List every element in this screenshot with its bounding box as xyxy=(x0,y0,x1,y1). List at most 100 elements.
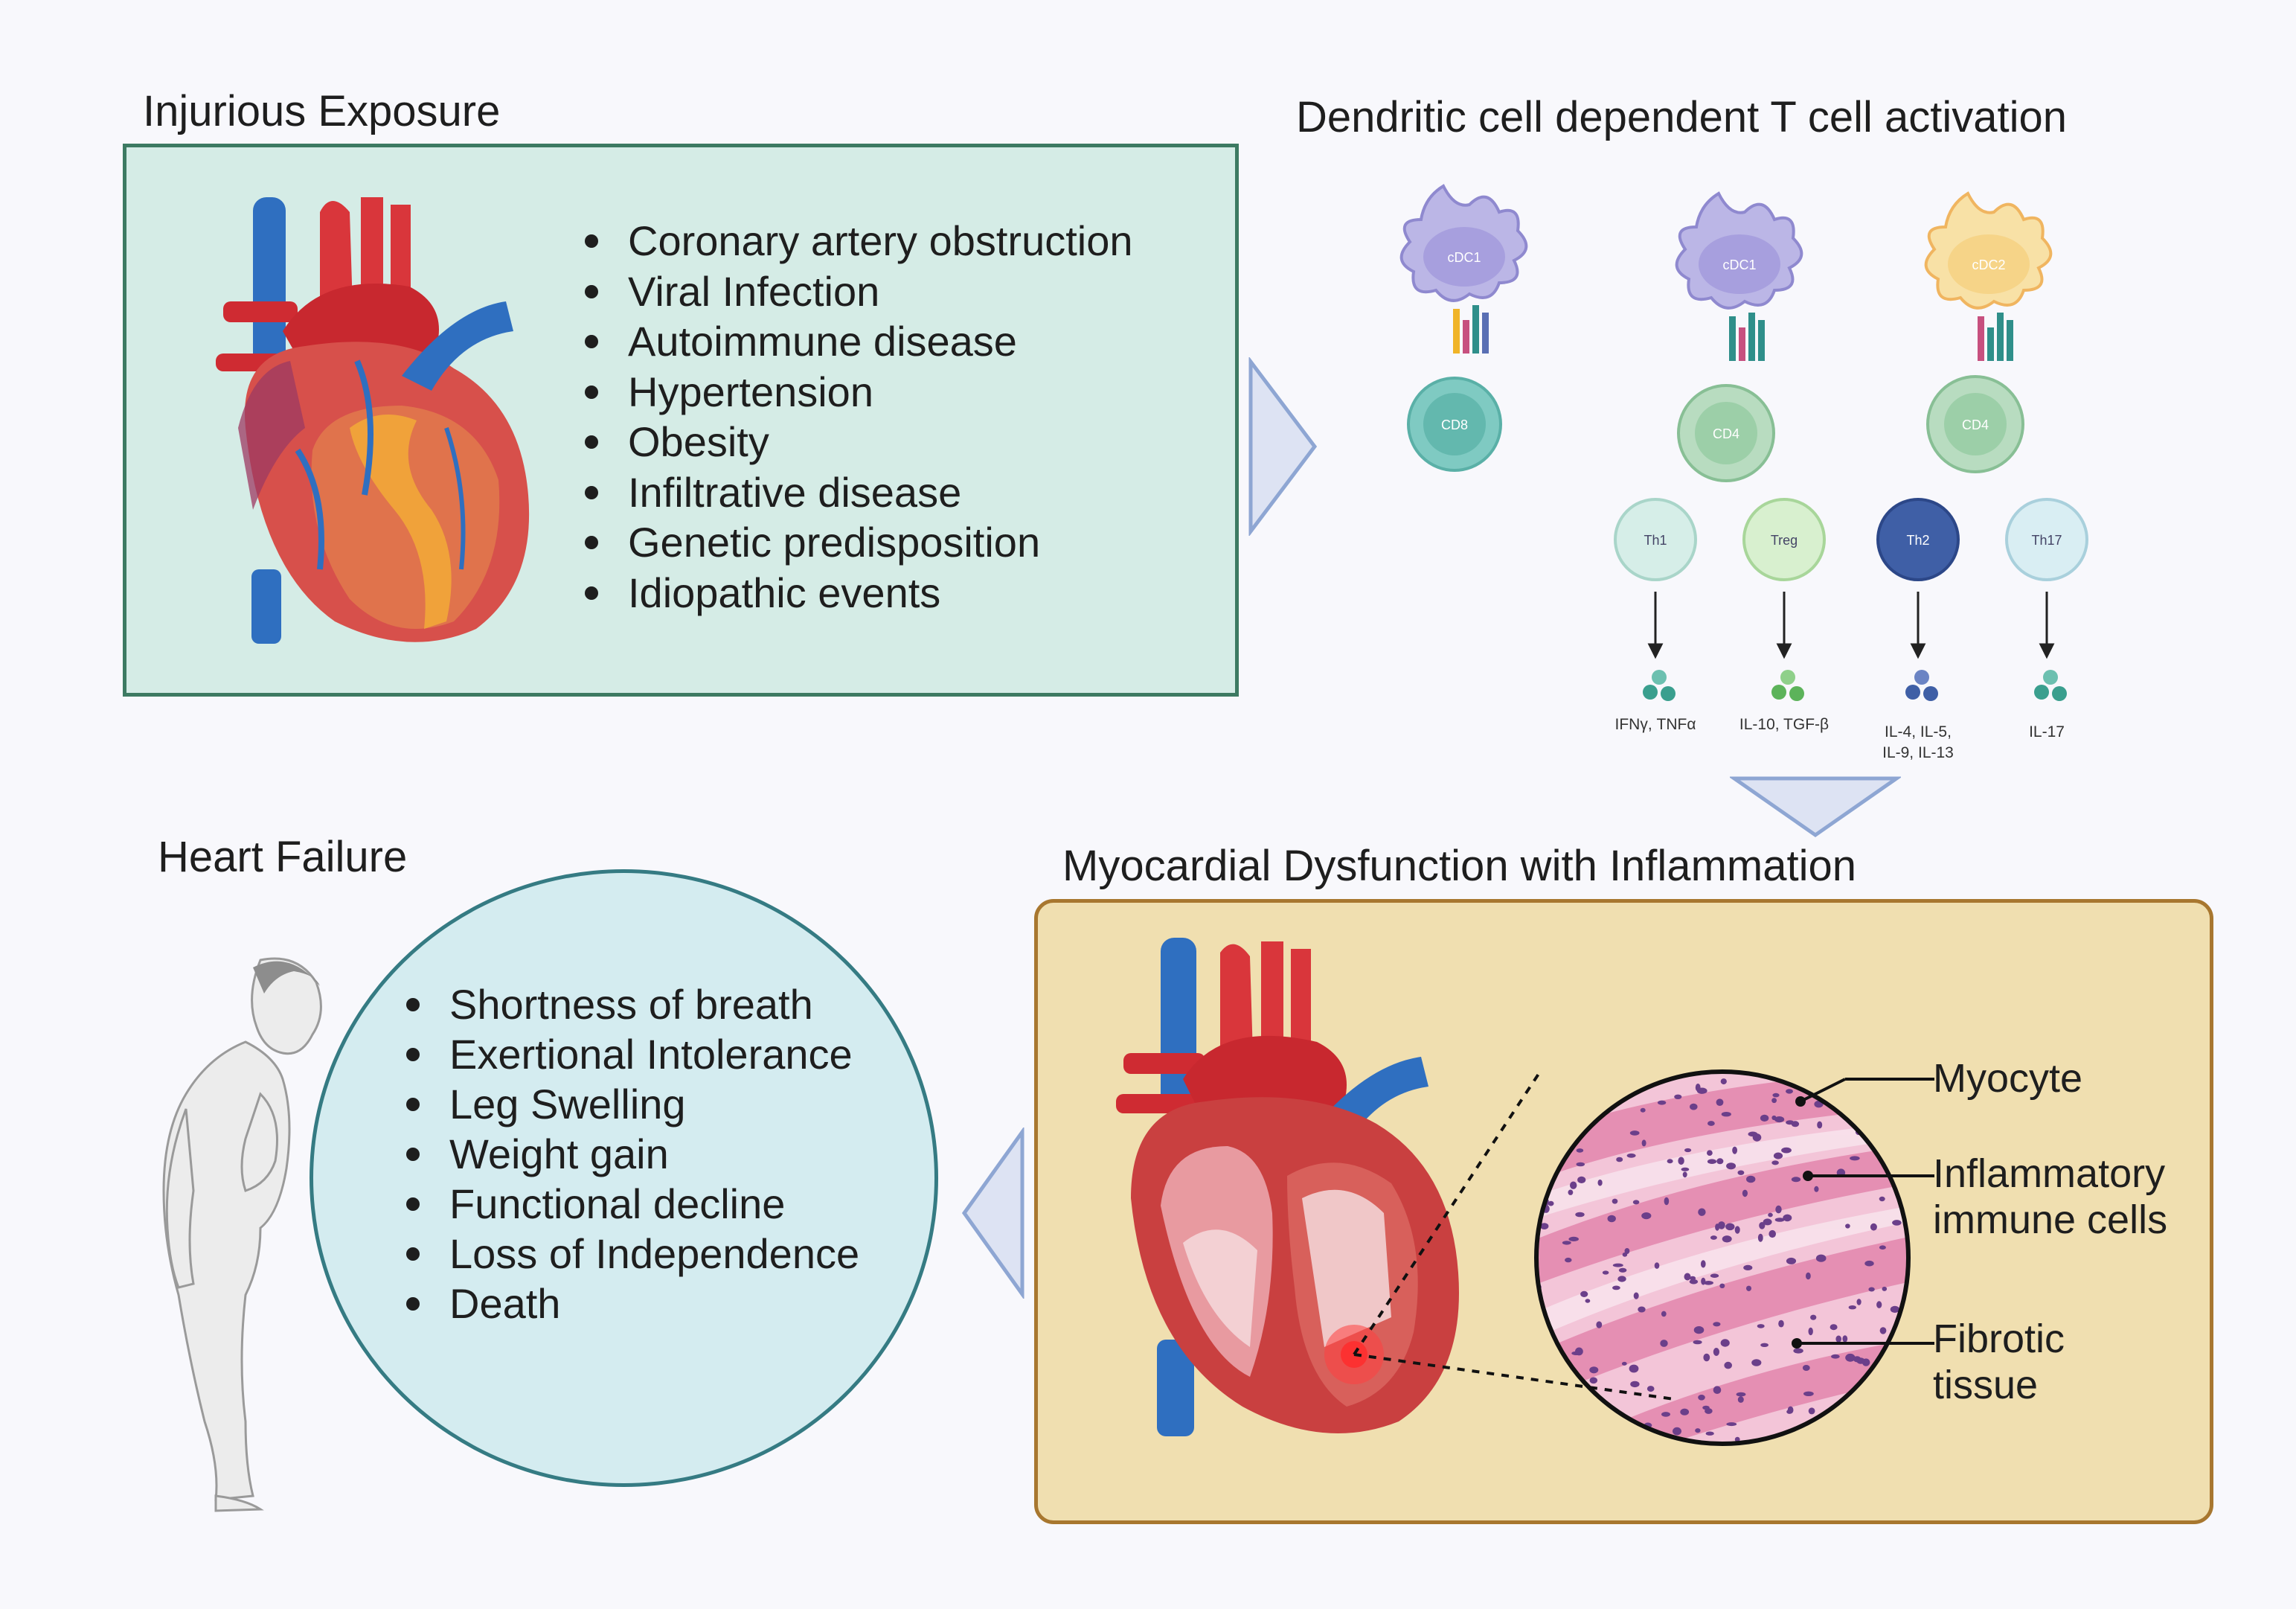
nucleus-dot xyxy=(1769,1229,1776,1238)
nucleus-dot xyxy=(1618,1267,1627,1273)
nucleus-dot xyxy=(1622,1252,1628,1257)
nucleus-dot xyxy=(1720,1078,1727,1085)
nucleus-dot xyxy=(1629,1130,1640,1136)
nucleus-dot xyxy=(1602,1270,1609,1275)
nucleus-dot xyxy=(1695,1428,1701,1433)
list-item: Infiltrative disease xyxy=(580,467,1133,518)
nucleus-dot xyxy=(1701,1260,1706,1268)
nucleus-dot xyxy=(1850,1156,1860,1161)
nucleus-dot xyxy=(1682,1171,1687,1178)
t-cell-label: CD4 xyxy=(1962,418,1989,432)
nucleus-dot xyxy=(1746,1175,1756,1183)
nucleus-dot xyxy=(1786,1410,1792,1414)
nucleus-dot xyxy=(1693,1340,1702,1345)
nucleus-dot xyxy=(1695,1084,1701,1092)
nucleus-dot xyxy=(1786,1257,1797,1264)
nucleus-dot xyxy=(1641,1139,1646,1147)
nucleus-dot xyxy=(1831,1354,1840,1359)
nucleus-dot xyxy=(1632,1200,1640,1205)
nucleus-dot xyxy=(1617,1276,1626,1282)
nucleus-dot xyxy=(1757,1324,1765,1328)
nucleus-dot xyxy=(1713,1322,1721,1327)
nucleus-dot xyxy=(1775,1205,1782,1214)
dendritic-cell-icon: cDC1 xyxy=(1399,184,1528,302)
nucleus-dot xyxy=(1568,1189,1574,1195)
nucleus-dot xyxy=(1890,1305,1900,1313)
nucleus-dot xyxy=(1689,1279,1699,1285)
cytokine-label: IFNγ, TNFα xyxy=(1615,716,1696,733)
nucleus-dot xyxy=(1802,1365,1810,1371)
dendritic-cell-label: cDC1 xyxy=(1447,250,1481,265)
nucleus-dot xyxy=(1842,1335,1848,1343)
nucleus-dot xyxy=(1596,1321,1603,1328)
exposure-list: Coronary artery obstruction Viral Infect… xyxy=(580,216,1133,618)
nucleus-dot xyxy=(1774,1116,1785,1123)
nucleus-dot xyxy=(1575,1347,1583,1356)
nucleus-dot xyxy=(1698,1395,1705,1401)
nucleus-dot xyxy=(1577,1176,1586,1183)
nucleus-dot xyxy=(1720,1339,1730,1347)
nucleus-dot xyxy=(1707,1150,1713,1156)
nucleus-dot xyxy=(1660,1340,1668,1347)
nucleus-dot xyxy=(1793,1348,1803,1354)
nucleus-dot xyxy=(1629,1364,1639,1373)
nucleus-dot xyxy=(1716,1158,1724,1165)
nucleus-dot xyxy=(1721,1112,1731,1117)
nucleus-dot xyxy=(1803,1391,1814,1396)
nucleus-dot xyxy=(1725,1223,1735,1231)
callout-lines xyxy=(1353,1070,1934,1401)
list-item: Death xyxy=(402,1279,859,1328)
nucleus-dot xyxy=(1548,1200,1554,1206)
nucleus-dot xyxy=(1743,1264,1753,1270)
list-item: Exertional Intolerance xyxy=(402,1029,859,1079)
nucleus-dot xyxy=(1734,1226,1740,1234)
cytokine-icon xyxy=(1643,670,1675,701)
nucleus-dot xyxy=(1808,1327,1813,1336)
nucleus-dot xyxy=(1760,1114,1769,1122)
cytokine-icon xyxy=(2034,670,2067,701)
nucleus-dot xyxy=(1879,1327,1887,1334)
nucleus-dot xyxy=(1607,1215,1616,1223)
list-item: Loss of Independence xyxy=(402,1229,859,1279)
nucleus-dot xyxy=(1856,1299,1862,1305)
nucleus-dot xyxy=(1848,1305,1856,1310)
nucleus-dot xyxy=(1657,1100,1667,1105)
nucleus-dot xyxy=(1870,1223,1877,1231)
nucleus-dot xyxy=(1713,1386,1722,1394)
nucleus-dot xyxy=(1742,1189,1748,1197)
nucleus-dot xyxy=(1690,1103,1698,1110)
nucleus-dot xyxy=(1726,1422,1737,1427)
dendritic-cell-label: cDC1 xyxy=(1722,257,1756,272)
nucleus-dot xyxy=(1701,1277,1706,1285)
nucleus-dot xyxy=(1641,1460,1646,1464)
heart-cross-section-icon xyxy=(1116,938,1459,1436)
nucleus-dot xyxy=(1892,1220,1902,1226)
nucleus-dot xyxy=(1817,1121,1823,1129)
nucleus-dot xyxy=(1845,1223,1850,1229)
nucleus-dot xyxy=(1612,1198,1618,1204)
nucleus-dot xyxy=(1830,1324,1838,1331)
nucleus-dot xyxy=(1680,1408,1690,1416)
nucleus-dot xyxy=(1726,1162,1737,1170)
cytokine-label: IL-9, IL-13 xyxy=(1882,744,1954,761)
nucleus-dot xyxy=(1612,1285,1620,1290)
nucleus-dot xyxy=(1693,1326,1705,1334)
list-item: Shortness of breath xyxy=(402,979,859,1029)
heart-failure-list: Shortness of breath Exertional Intoleran… xyxy=(402,979,859,1328)
nucleus-dot xyxy=(1737,1170,1745,1175)
nucleus-dot xyxy=(1589,1377,1598,1384)
nucleus-dot xyxy=(1640,1107,1646,1113)
nucleus-dot xyxy=(1808,1407,1815,1415)
nucleus-dot xyxy=(1722,1235,1732,1243)
activation-title: Dendritic cell dependent T cell activati… xyxy=(1296,93,2068,141)
nucleus-dot xyxy=(1868,1287,1875,1292)
nucleus-dot xyxy=(1710,1273,1719,1278)
cytokine-label: IL-4, IL-5, xyxy=(1885,723,1952,740)
nucleus-dot xyxy=(1760,1343,1769,1347)
heart-icon xyxy=(216,197,530,644)
arrow-left-icon xyxy=(961,1127,1024,1299)
nucleus-dot xyxy=(1746,1285,1751,1291)
nucleus-dot xyxy=(1737,1396,1744,1403)
nucleus-dot xyxy=(1771,1160,1779,1165)
nucleus-dot xyxy=(1707,1159,1717,1164)
